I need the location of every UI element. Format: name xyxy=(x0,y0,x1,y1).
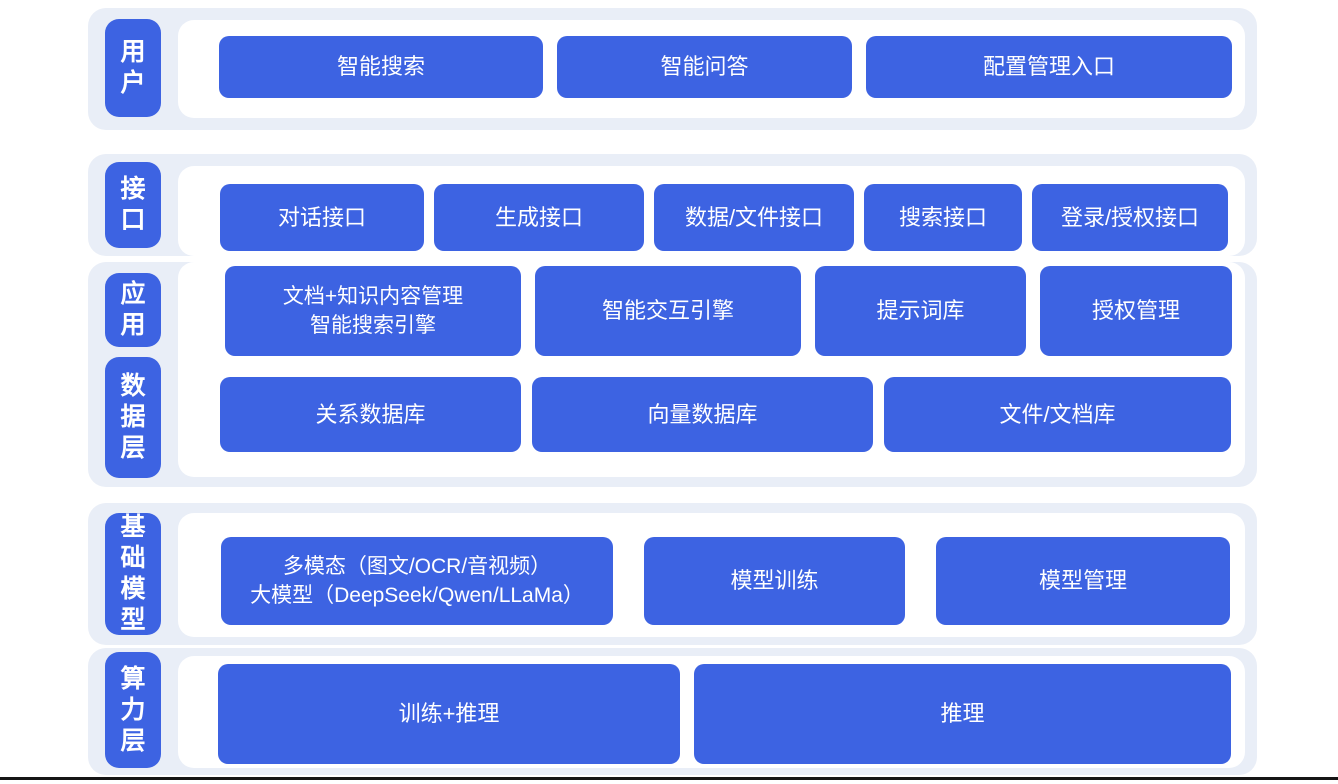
block-inference: 推理 xyxy=(694,664,1231,764)
block-vector-db: 向量数据库 xyxy=(532,377,873,452)
block-prompt-library: 提示词库 xyxy=(815,266,1026,356)
block-login-auth-api: 登录/授权接口 xyxy=(1032,184,1228,251)
layer-label-data: 数 据 层 xyxy=(105,357,161,478)
layer-label-compute: 算 力 层 xyxy=(105,652,161,768)
layer-panel-compute: 训练+推理 推理 xyxy=(178,656,1245,768)
layer-section-app-data: 应 用 数 据 层 文档+知识内容管理 智能搜索引擎 智能交互引擎 提示词库 授… xyxy=(88,262,1257,487)
layer-label-base-model: 基 础 模 型 xyxy=(105,513,161,635)
block-model-management: 模型管理 xyxy=(936,537,1230,625)
block-training-inference: 训练+推理 xyxy=(218,664,680,764)
layer-label-application: 应 用 xyxy=(105,273,161,347)
block-data-file-api: 数据/文件接口 xyxy=(654,184,854,251)
block-doc-knowledge-search-engine: 文档+知识内容管理 智能搜索引擎 xyxy=(225,266,521,356)
layer-panel-app-data: 文档+知识内容管理 智能搜索引擎 智能交互引擎 提示词库 授权管理 关系数据库 … xyxy=(178,262,1245,477)
block-model-training: 模型训练 xyxy=(644,537,905,625)
block-multimodal-llm: 多模态（图文/OCR/音视频） 大模型（DeepSeek/Qwen/LLaMa） xyxy=(221,537,613,625)
layer-section-user: 用 户 智能搜索 智能问答 配置管理入口 xyxy=(88,8,1257,130)
layer-section-base-model: 基 础 模 型 多模态（图文/OCR/音视频） 大模型（DeepSeek/Qwe… xyxy=(88,503,1257,645)
layer-section-interface: 接 口 对话接口 生成接口 数据/文件接口 搜索接口 登录/授权接口 xyxy=(88,154,1257,256)
block-file-doc-store: 文件/文档库 xyxy=(884,377,1231,452)
row-compute-blocks: 训练+推理 推理 xyxy=(218,664,1231,764)
block-smart-qa: 智能问答 xyxy=(557,36,852,98)
layer-panel-user: 智能搜索 智能问答 配置管理入口 xyxy=(178,20,1245,118)
block-interaction-engine: 智能交互引擎 xyxy=(535,266,801,356)
layer-panel-interface: 对话接口 生成接口 数据/文件接口 搜索接口 登录/授权接口 xyxy=(178,166,1245,256)
row-base-model-blocks: 多模态（图文/OCR/音视频） 大模型（DeepSeek/Qwen/LLaMa）… xyxy=(221,537,1230,625)
block-smart-search: 智能搜索 xyxy=(219,36,543,98)
block-dialog-api: 对话接口 xyxy=(220,184,424,251)
bottom-divider xyxy=(0,777,1338,780)
block-auth-management: 授权管理 xyxy=(1040,266,1232,356)
row-data-blocks: 关系数据库 向量数据库 文件/文档库 xyxy=(220,377,1231,452)
layer-section-compute: 算 力 层 训练+推理 推理 xyxy=(88,648,1257,775)
block-config-entry: 配置管理入口 xyxy=(866,36,1232,98)
row-application-blocks: 文档+知识内容管理 智能搜索引擎 智能交互引擎 提示词库 授权管理 xyxy=(225,266,1232,356)
layer-label-user: 用 户 xyxy=(105,19,161,117)
block-generation-api: 生成接口 xyxy=(434,184,644,251)
layer-panel-base-model: 多模态（图文/OCR/音视频） 大模型（DeepSeek/Qwen/LLaMa）… xyxy=(178,513,1245,637)
row-user-blocks: 智能搜索 智能问答 配置管理入口 xyxy=(219,36,1232,98)
block-search-api: 搜索接口 xyxy=(864,184,1022,251)
block-relational-db: 关系数据库 xyxy=(220,377,521,452)
row-interface-blocks: 对话接口 生成接口 数据/文件接口 搜索接口 登录/授权接口 xyxy=(220,184,1228,251)
layer-label-interface: 接 口 xyxy=(105,162,161,248)
